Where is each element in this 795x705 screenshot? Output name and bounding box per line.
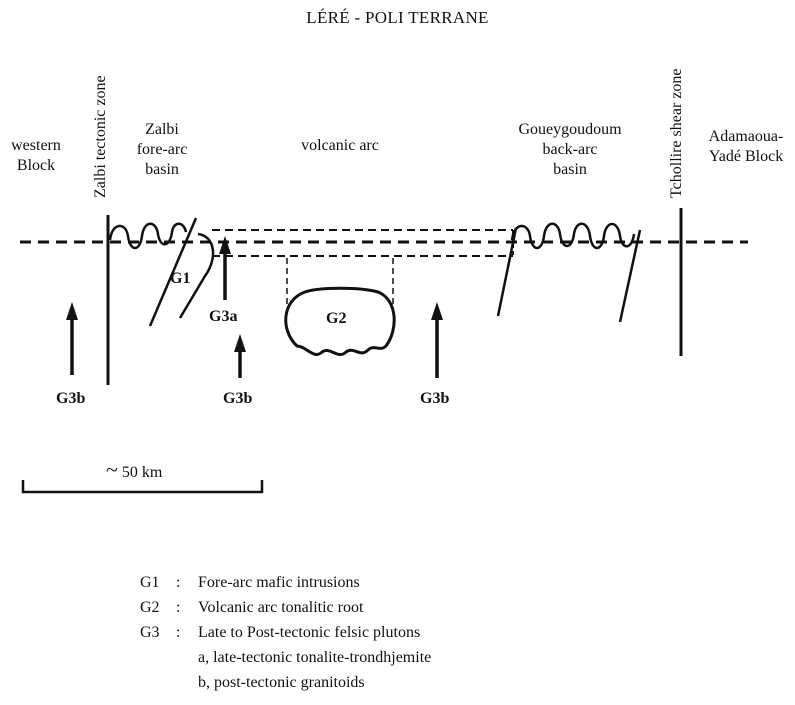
g1-label: G1	[170, 270, 191, 287]
legend-row-g2: G2 : Volcanic arc tonalitic root	[140, 595, 431, 620]
g2-pluton	[284, 286, 396, 357]
western-block-line-2: Block	[16, 157, 56, 174]
scale-tilde: ~	[106, 457, 118, 482]
legend-colon: :	[176, 624, 181, 641]
legend-colon: :	[176, 574, 181, 591]
legend-row-g1: G1 : Fore-arc mafic intrusions	[140, 570, 431, 595]
legend-sub-b: b, post-tectonic granitoids	[198, 674, 365, 691]
goueygoudoum-basin-folds	[510, 222, 636, 250]
legend-text: Fore-arc mafic intrusions	[198, 574, 360, 591]
western-block-label: western Block	[6, 136, 66, 176]
g3b-left-arrow	[66, 302, 78, 375]
zalbi-basin-line-1: Zalbi	[145, 121, 179, 138]
legend-row-g3: G3 : Late to Post-tectonic felsic pluton…	[140, 620, 431, 645]
western-block-line-1: western	[11, 137, 61, 154]
g3b-mid-arrow	[234, 334, 246, 378]
legend-code: G1	[140, 574, 160, 591]
zalbi-basin-line-2: fore-arc	[136, 141, 188, 158]
legend-text: Late to Post-tectonic felsic plutons	[198, 624, 421, 641]
g3b-right-arrow	[431, 302, 443, 378]
zalbi-basin-label: Zalbi fore-arc basin	[122, 120, 202, 180]
scale-bar	[21, 480, 264, 494]
g2-root-outline	[286, 258, 394, 305]
g3a-arrow	[219, 236, 231, 300]
goueygoudoum-basin-dikes	[496, 227, 642, 323]
goueygoudoum-basin-line-3: basin	[553, 161, 587, 178]
zalbi-basin-dikes	[148, 217, 215, 327]
adamaoua-block-line-1: Adamaoua-	[708, 128, 784, 145]
g3b-left-label: G3b	[56, 390, 86, 407]
legend: G1 : Fore-arc mafic intrusions G2 : Volc…	[140, 570, 431, 695]
legend-code: G3	[140, 624, 160, 641]
zalbi-basin-folds	[108, 222, 188, 250]
legend-sub-a: a, late-tectonic tonalite-trondhjemite	[198, 649, 432, 666]
goueygoudoum-basin-label: Goueygoudoum back-arc basin	[505, 120, 635, 180]
g3b-mid-label: G3b	[223, 390, 253, 407]
legend-text: Volcanic arc tonalitic root	[198, 599, 364, 616]
g3b-right-label: G3b	[420, 390, 450, 407]
g2-label: G2	[326, 310, 347, 327]
adamaoua-block-label: Adamaoua- Yadé Block	[696, 127, 795, 167]
zalbi-basin-line-3: basin	[145, 161, 179, 178]
legend-colon: :	[176, 599, 181, 616]
g3a-label: G3a	[209, 308, 238, 325]
legend-code: G2	[140, 599, 160, 616]
volcanic-arc-label: volcanic arc	[301, 137, 379, 154]
goueygoudoum-basin-line-1: Goueygoudoum	[518, 121, 622, 138]
diagram-title: LÉRÉ - POLI TERRANE	[306, 8, 489, 27]
scale-distance: 50 km	[121, 464, 163, 481]
goueygoudoum-basin-line-2: back-arc	[542, 141, 598, 158]
scale-label: ~ 50 km	[106, 457, 163, 483]
adamaoua-block-line-2: Yadé Block	[708, 148, 784, 165]
